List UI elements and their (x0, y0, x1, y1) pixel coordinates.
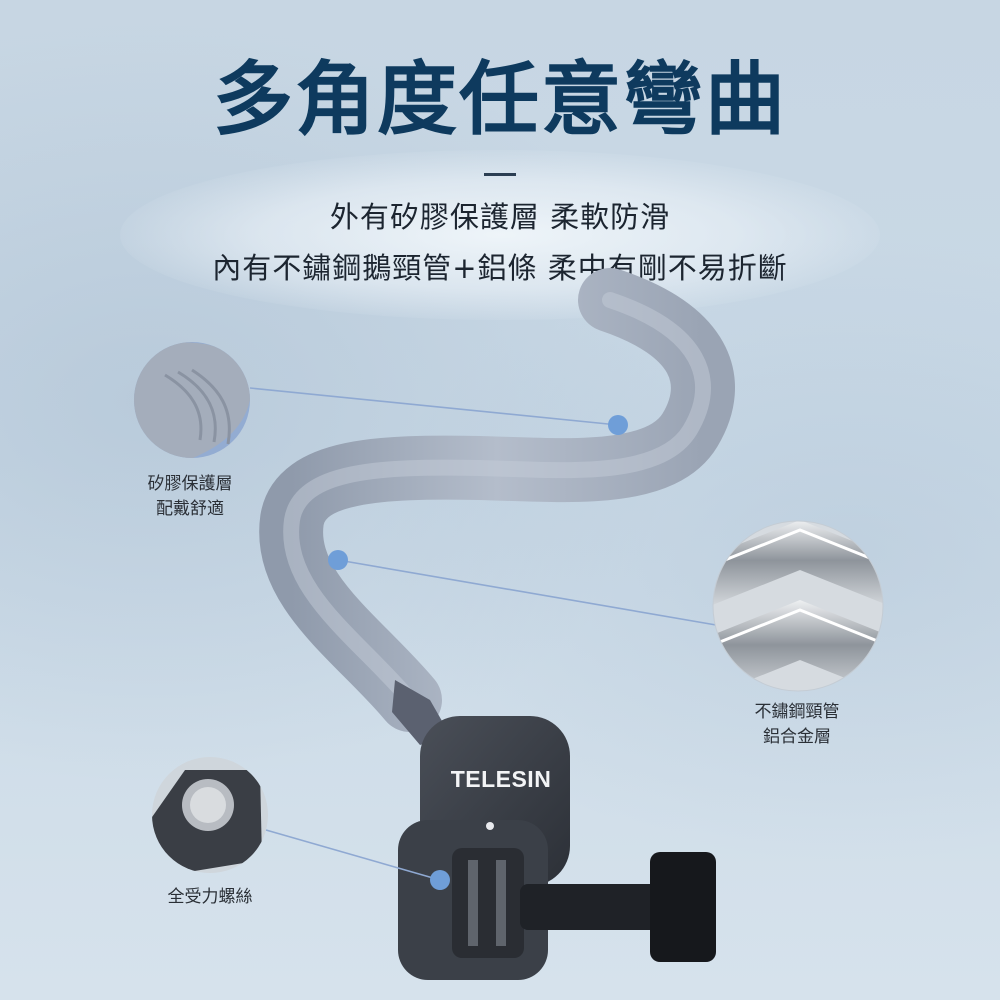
background-cloud (120, 150, 880, 320)
brand-logo: TELESIN (450, 766, 552, 792)
silicone-label-line-2: 配戴舒適 (156, 499, 224, 519)
steel-detail-circle (712, 520, 884, 692)
silicone-label-line-1: 矽膠保護層 (147, 474, 233, 494)
steel-label-line-1: 不鏽鋼頸管 (754, 702, 840, 722)
callout-label-screw: 全受力螺絲 (140, 885, 280, 910)
screw-detail-circle (152, 757, 268, 873)
callout-dot-screw (430, 870, 450, 890)
subtitle-line-2: 內有不鏽鋼鵝頸管+鋁條 柔中有剛不易折斷 (212, 251, 788, 285)
callout-label-steel: 不鏽鋼頸管 鋁合金層 (712, 700, 882, 750)
screw-label-line-1: 全受力螺絲 (167, 887, 253, 907)
indicator-dot (486, 822, 494, 830)
steel-label-line-2: 鋁合金層 (763, 727, 831, 747)
callout-dot-silicone (608, 415, 628, 435)
subtitle-line-1: 外有矽膠保護層 柔軟防滑 (329, 200, 671, 234)
clamp-mount (398, 716, 716, 980)
gooseneck-tube (259, 268, 735, 732)
callout-dot-steel (328, 550, 348, 570)
callout-lines (249, 387, 717, 881)
thumb-screw-arm (520, 884, 670, 930)
callout-label-silicone: 矽膠保護層 配戴舒適 (120, 472, 260, 522)
page-title: 多角度任意彎曲 (213, 53, 787, 146)
thumb-screw-knob (650, 852, 716, 962)
silicone-detail-circle (134, 342, 250, 458)
title-divider (484, 173, 516, 176)
